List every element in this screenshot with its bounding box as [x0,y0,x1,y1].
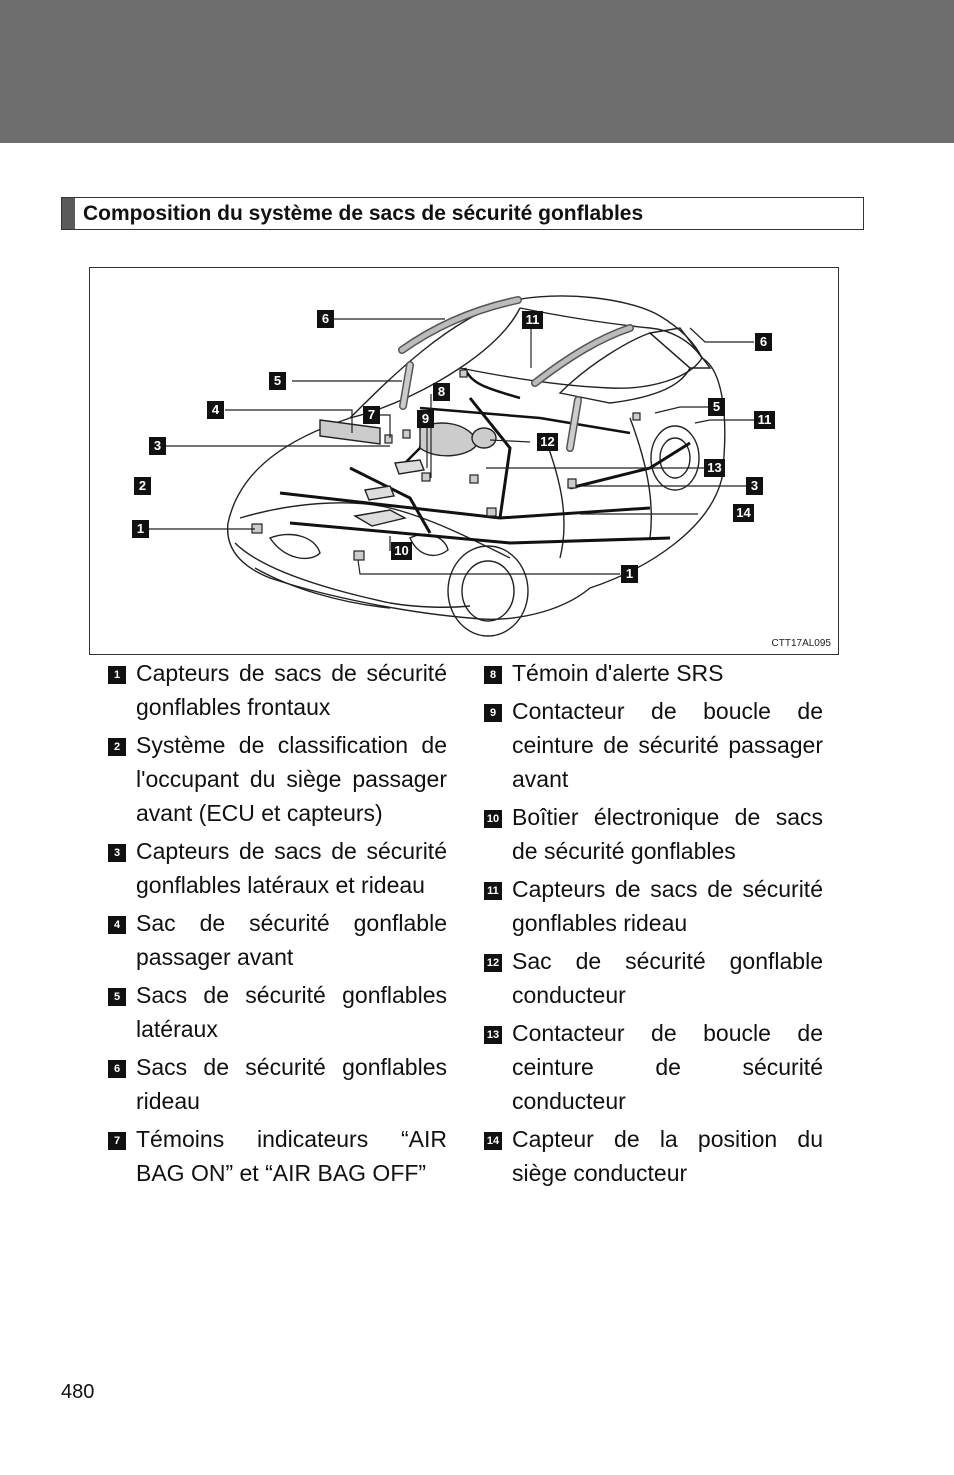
legend-number-badge: 11 [484,882,502,900]
legend-item: 6 Sacs de sécurité gonflables rideau [108,1050,447,1118]
legend-item: 10 Boîtier électronique de sacs de sécur… [484,800,823,868]
callout-5: 5 [269,372,286,390]
legend-number-badge: 12 [484,954,502,972]
heading-text: Composition du système de sacs de sécuri… [83,202,644,225]
legend-item: 12 Sac de sécurité gonflable conducteur [484,944,823,1012]
callout-9: 9 [417,410,434,428]
legend-text: Sac de sécurité gonflable passager avant [136,910,447,970]
callout-1: 1 [132,520,149,538]
legend-text: Capteurs de sacs de sécurité gonflables … [136,838,447,898]
legend-number-badge: 9 [484,704,502,722]
legend-text: Boîtier électronique de sacs de sécurité… [512,804,823,864]
legend-item: 7 Témoins indicateurs “AIR BAG ON” et “A… [108,1122,447,1190]
legend-item: 9 Contacteur de boucle de ceinture de sé… [484,694,823,796]
callout-10: 10 [391,542,412,560]
legend-text: Sacs de sécurité gonflables latéraux [136,982,447,1042]
legend-left-column: 1 Capteurs de sacs de sécurité gonflable… [108,656,447,1194]
legend-item: 2 Système de classification de l'occupan… [108,728,447,830]
figure-code: CTT17AL095 [771,638,831,649]
legend-text: Sacs de sécurité gonflables rideau [136,1054,447,1114]
callout-13: 13 [704,459,725,477]
legend-text: Sac de sécurité gonflable conducteur [512,948,823,1008]
legend-item: 11 Capteurs de sacs de sécurité gonflabl… [484,872,823,940]
legend-number-badge: 4 [108,916,126,934]
callout-3: 3 [149,437,166,455]
legend-number-badge: 7 [108,1132,126,1150]
callout-3: 3 [746,477,763,495]
car-airbag-illustration [141,295,754,637]
legend-text: Système de classification de l'occupant … [136,732,447,826]
callout-11: 11 [522,311,543,329]
callout-8: 8 [433,383,450,401]
callout-12: 12 [537,433,558,451]
callout-11: 11 [754,411,775,429]
legend-number-badge: 10 [484,810,502,828]
legend-number-badge: 8 [484,666,502,684]
callout-4: 4 [207,401,224,419]
callout-1: 1 [621,565,638,583]
heading-accent-bar [62,198,75,229]
legend-number-badge: 13 [484,1026,502,1044]
callout-6: 6 [317,310,334,328]
legend-number-badge: 1 [108,666,126,684]
legend-text: Capteurs de sacs de sécurité gonflables … [136,660,447,720]
legend-text: Témoins indicateurs “AIR BAG ON” et “AIR… [136,1126,447,1186]
legend-item: 4 Sac de sécurité gonflable passager ava… [108,906,447,974]
legend-item: 13 Contacteur de boucle de ceinture de s… [484,1016,823,1118]
callout-6: 6 [755,333,772,351]
section-heading: Composition du système de sacs de sécuri… [61,197,864,230]
callout-14: 14 [733,504,754,522]
legend-text: Contacteur de boucle de ceinture de sécu… [512,1020,823,1114]
legend-right-column: 8 Témoin d'alerte SRS 9 Contacteur de bo… [484,656,823,1194]
callout-7: 7 [363,406,380,424]
callout-2: 2 [134,477,151,495]
airbag-system-figure: 6 11 6 5 8 4 7 9 5 11 3 12 13 2 3 14 1 1… [89,267,839,655]
legend-text: Capteur de la position du siège conducte… [512,1126,823,1186]
legend-number-badge: 3 [108,844,126,862]
legend-item: 8 Témoin d'alerte SRS [484,656,823,690]
legend-item: 5 Sacs de sécurité gonflables latéraux [108,978,447,1046]
legend-text: Capteurs de sacs de sécurité gonflables … [512,876,823,936]
header-band [0,0,954,143]
legend-number-badge: 14 [484,1132,502,1150]
legend-number-badge: 5 [108,988,126,1006]
legend-number-badge: 6 [108,1060,126,1078]
legend-item: 14 Capteur de la position du siège condu… [484,1122,823,1190]
legend-number-badge: 2 [108,738,126,756]
legend-item: 1 Capteurs de sacs de sécurité gonflable… [108,656,447,724]
legend-text: Contacteur de boucle de ceinture de sécu… [512,698,823,792]
callout-5: 5 [708,398,725,416]
legend-text: Témoin d'alerte SRS [512,660,724,686]
legend-item: 3 Capteurs de sacs de sécurité gonflable… [108,834,447,902]
page-number: 480 [61,1381,95,1403]
